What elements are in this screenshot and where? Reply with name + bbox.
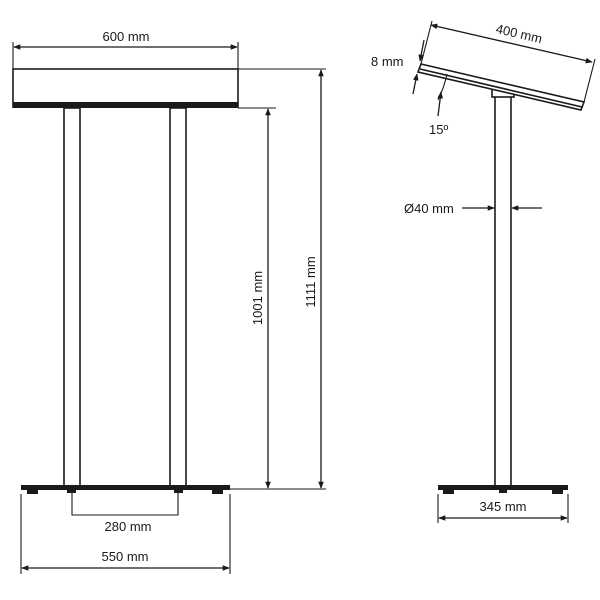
side-base-foot-left <box>443 490 454 494</box>
dim-top-width-label: 600 mm <box>103 29 150 44</box>
dim-tilt-angle-label: 15º <box>429 122 448 137</box>
front-pole-right <box>169 107 187 487</box>
dim-top-depth-ext-right <box>583 58 596 103</box>
front-pole-foot-right <box>174 490 183 493</box>
front-pole-left <box>63 107 81 487</box>
dim-top-depth-label: 400 mm <box>494 21 543 46</box>
dim-thickness-arrow-bottom <box>412 73 419 95</box>
dim-pole-spacing-bracket <box>71 493 179 516</box>
side-view: 400 mm 8 mm 15º Ø40 mm 345 mm <box>371 20 596 523</box>
side-pole-foot <box>499 490 507 493</box>
front-pole-foot-left <box>67 490 76 493</box>
dim-top-depth-ext-left <box>420 20 433 65</box>
dim-pole-spacing-label: 280 mm <box>105 519 152 534</box>
front-tabletop-ledge <box>13 102 238 108</box>
dim-column-height-label: 1001 mm <box>250 271 265 325</box>
front-base <box>21 485 230 490</box>
front-view: 600 mm 1001 mm 1111 mm 280 mm 550 mm <box>12 29 326 574</box>
dim-pole-diameter-label: Ø40 mm <box>404 201 454 216</box>
front-base-foot-right <box>212 490 223 494</box>
front-base-foot-left <box>27 490 38 494</box>
dim-total-height-label: 1111 mm <box>303 256 318 307</box>
dim-base-width-label: 550 mm <box>102 549 149 564</box>
dim-top-depth-line <box>430 23 593 64</box>
side-pole <box>494 95 512 487</box>
dim-thickness-arrow-top <box>418 39 425 62</box>
dim-tilt-angle-arrow <box>437 91 443 117</box>
side-base-foot-right <box>552 490 563 494</box>
side-base <box>438 485 568 490</box>
front-tabletop <box>12 68 239 108</box>
dim-base-depth-label: 345 mm <box>480 499 527 514</box>
dim-thickness-label: 8 mm <box>371 54 404 69</box>
